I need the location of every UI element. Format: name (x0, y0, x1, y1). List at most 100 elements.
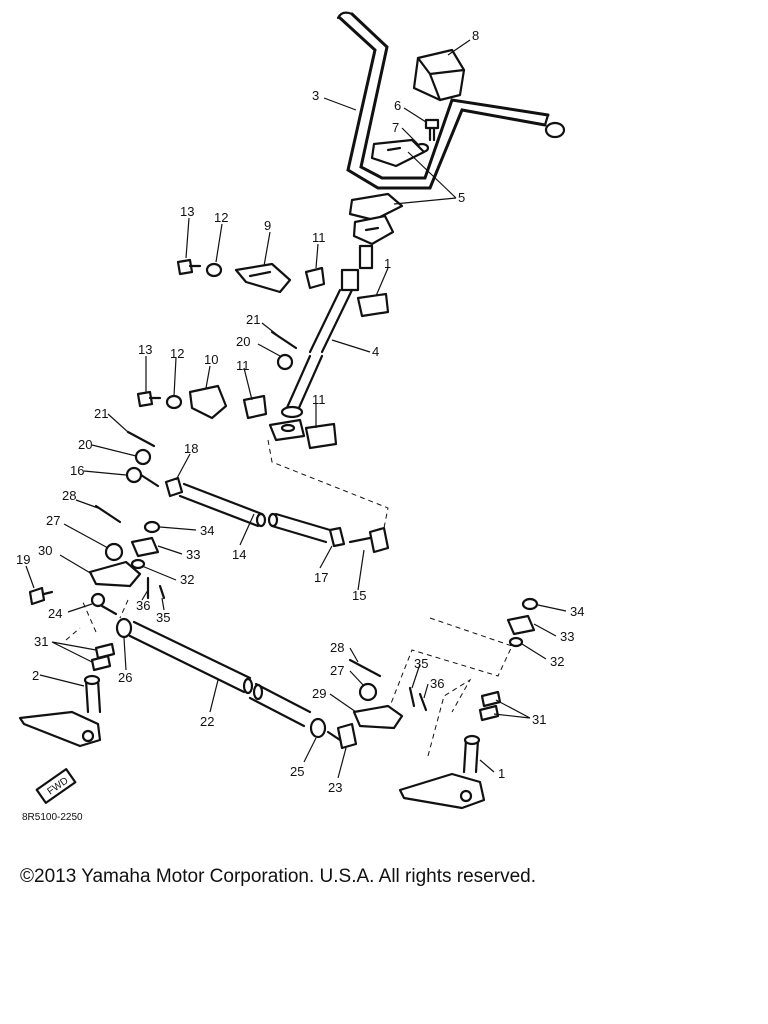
nut-35a (158, 584, 166, 600)
callout: 11 (312, 230, 326, 245)
callout: 30 (38, 543, 52, 558)
tie-rod-14 (178, 482, 332, 544)
callout: 22 (200, 714, 214, 729)
assembly-line (427, 678, 472, 757)
bushing-11a (304, 266, 326, 290)
knuckle-right-1 (398, 734, 486, 810)
tie-rod-end-15 (348, 526, 390, 554)
tie-rod-22 (128, 620, 312, 728)
leader-lines (25, 39, 567, 779)
cotter-pin-28b (348, 658, 382, 678)
locknut-17 (328, 526, 346, 548)
callout: 12 (214, 210, 228, 225)
callout: 11 (312, 392, 326, 407)
arm-29 (352, 704, 404, 730)
bushing-11d (304, 422, 338, 450)
callout: 35 (414, 656, 428, 671)
callout: 33 (560, 629, 574, 644)
callout: 20 (236, 334, 250, 349)
callout: 21 (246, 312, 260, 327)
plate-33a (130, 536, 160, 558)
washer-34a (143, 520, 161, 534)
callout: 28 (62, 488, 76, 503)
callout: 8 (472, 28, 479, 43)
locknut-18 (164, 476, 184, 498)
callout: 7 (392, 120, 399, 135)
column-clamp-10 (188, 384, 228, 420)
cotter-pin-21b (126, 430, 156, 448)
callout: 34 (200, 523, 214, 538)
steering-parts-diagram: FWD (16, 11, 584, 823)
callout: 23 (328, 780, 342, 795)
tie-rod-end-16 (125, 466, 160, 488)
callout: 15 (352, 588, 366, 603)
callout: 21 (94, 406, 108, 421)
forward-direction-marker: FWD (35, 768, 77, 804)
washer-31c (480, 690, 502, 708)
handlebar-holder-upper (370, 138, 426, 168)
assembly-line (267, 439, 389, 529)
castle-nut-27a (104, 542, 124, 562)
cotter-pin-28a (94, 504, 122, 524)
assembly-line (389, 617, 513, 707)
callout: 6 (394, 98, 401, 113)
callout: 11 (236, 358, 250, 373)
callout: 31 (532, 712, 546, 727)
knuckle-left-2 (18, 674, 102, 748)
callout: 32 (180, 572, 194, 587)
bushing-11c (242, 394, 268, 420)
assembly-line (119, 599, 129, 619)
column-clamp-9 (234, 262, 292, 294)
callout: 9 (264, 218, 271, 233)
tie-rod-end-23 (326, 722, 358, 750)
callout: 5 (458, 190, 465, 205)
callout: 20 (78, 437, 92, 452)
callout: 26 (118, 670, 132, 685)
nut-12a (205, 262, 223, 278)
callout: 13 (180, 204, 194, 219)
bolt-13a (176, 258, 202, 276)
steering-column (268, 244, 374, 442)
callout: 29 (312, 686, 326, 701)
callout: 34 (570, 604, 584, 619)
callout: 13 (138, 342, 152, 357)
callout: 18 (184, 441, 198, 456)
callout: 27 (46, 513, 60, 528)
washer-31a (94, 642, 116, 660)
callout: 10 (204, 352, 218, 367)
castle-nut-20a (276, 353, 294, 371)
bushing-11b (356, 292, 390, 318)
bolt-19 (28, 586, 54, 606)
bolt-36b (418, 692, 428, 712)
callout: 19 (16, 552, 30, 567)
callout: 35 (156, 610, 170, 625)
handlebar (336, 11, 566, 190)
callout: 31 (34, 634, 48, 649)
handlebar-holder-lower (348, 192, 404, 246)
bolt-35b (408, 686, 416, 708)
callout: 1 (384, 256, 391, 271)
callout: 4 (372, 344, 379, 359)
callout-numbers: 8 3 6 7 5 13 12 9 11 1 21 20 4 13 12 10 … (16, 28, 584, 795)
nut-12b (165, 394, 183, 410)
washer-34b (521, 597, 539, 611)
callout: 24 (48, 606, 62, 621)
callout: 28 (330, 640, 344, 655)
callout: 2 (32, 668, 39, 683)
washer-31d (478, 704, 500, 722)
bolt-6 (424, 118, 440, 142)
plate-33b (506, 614, 536, 636)
callout: 33 (186, 547, 200, 562)
assembly-line (65, 599, 97, 641)
copyright-notice: ©2013 Yamaha Motor Corporation. U.S.A. A… (20, 866, 536, 887)
collar-32a (130, 558, 146, 570)
collar-32b (508, 636, 524, 648)
callout: 36 (430, 676, 444, 691)
bolt-13b (136, 390, 162, 408)
locknut-26 (115, 617, 133, 639)
callout: 36 (136, 598, 150, 613)
drawing-code: 8R5100-2250 (22, 812, 83, 823)
callout: 27 (330, 663, 344, 678)
callout: 25 (290, 764, 304, 779)
callout: 17 (314, 570, 328, 585)
